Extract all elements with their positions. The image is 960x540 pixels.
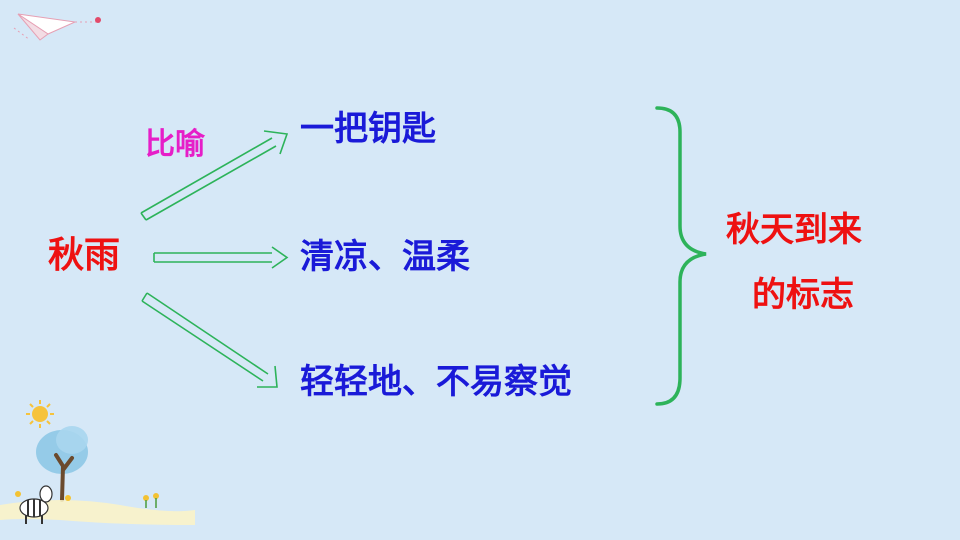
subject-autumn-rain: 秋雨 (48, 235, 121, 276)
tree-icon (36, 426, 88, 502)
arrow-to-item-2 (141, 292, 278, 388)
zebra-icon (19, 485, 53, 524)
relation-label-metaphor: 比喻 (145, 127, 205, 162)
arrow-to-item-1 (153, 246, 289, 269)
item-cool-gentle: 清凉、温柔 (300, 237, 470, 277)
sun-icon (26, 400, 54, 428)
right-curly-brace (655, 106, 707, 406)
item-gentle-unnoticeable: 轻轻地、不易察觉 (300, 362, 572, 402)
result-line-2: 的标志 (752, 275, 854, 315)
arrow-to-item-0 (140, 130, 289, 221)
paper-plane-icon (13, 13, 101, 41)
item-key: 一把钥匙 (300, 109, 436, 149)
flowers-icon (15, 491, 159, 508)
result-line-1: 秋天到来 (726, 210, 862, 250)
ground-strip (0, 500, 195, 525)
